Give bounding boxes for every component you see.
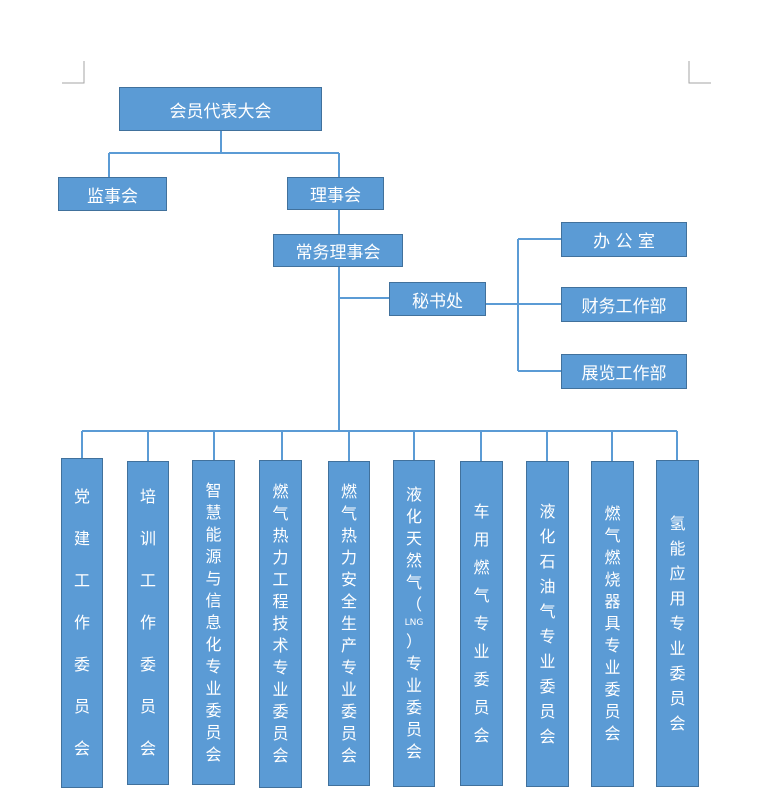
node-finance-dept: 财务工作部 <box>561 287 687 322</box>
committee-smart-energy: 智慧能源与信息化专业委员会 <box>192 460 235 785</box>
committee-party-building: 党建工作委员会 <box>61 458 103 788</box>
node-secretariat: 秘书处 <box>389 282 486 316</box>
committee-gas-heat-safety: 燃气热力安全生产专业委员会 <box>328 461 370 786</box>
committee-label: 氢能应用专业委员会 <box>669 513 686 733</box>
node-standing-council: 常务理事会 <box>273 234 403 267</box>
committee-vehicle-gas: 车用燃气专业委员会 <box>460 461 503 786</box>
node-council: 理事会 <box>287 177 384 210</box>
committee-label: 燃气燃烧器具专业委员会 <box>604 504 621 743</box>
committee-lng: 液化天然气（LNG）专业委员会 <box>393 460 435 787</box>
committee-label: 培训工作委员会 <box>139 487 156 758</box>
committee-label: 液化石油气专业委员会 <box>539 501 556 746</box>
committee-label: 燃气热力工程技术专业委员会 <box>272 482 289 765</box>
committee-label: 燃气热力安全生产专业委员会 <box>340 481 357 765</box>
committee-gas-heat-engineering: 燃气热力工程技术专业委员会 <box>259 460 302 788</box>
committee-hydrogen: 氢能应用专业委员会 <box>656 460 699 787</box>
committee-label: 党建工作委员会 <box>73 487 90 758</box>
node-supervisors: 监事会 <box>58 177 167 211</box>
committee-label: 车用燃气专业委员会 <box>473 501 490 745</box>
committee-label: 液化天然气（LNG）专业委员会 <box>404 485 424 761</box>
node-office: 办 公 室 <box>561 222 687 257</box>
committee-lpg: 液化石油气专业委员会 <box>526 461 569 787</box>
committee-training: 培训工作委员会 <box>127 461 169 785</box>
node-exhibition-dept: 展览工作部 <box>561 354 687 389</box>
committee-label: 智慧能源与信息化专业委员会 <box>205 480 222 764</box>
node-assembly: 会员代表大会 <box>119 87 322 131</box>
committee-gas-appliances: 燃气燃烧器具专业委员会 <box>591 461 634 787</box>
